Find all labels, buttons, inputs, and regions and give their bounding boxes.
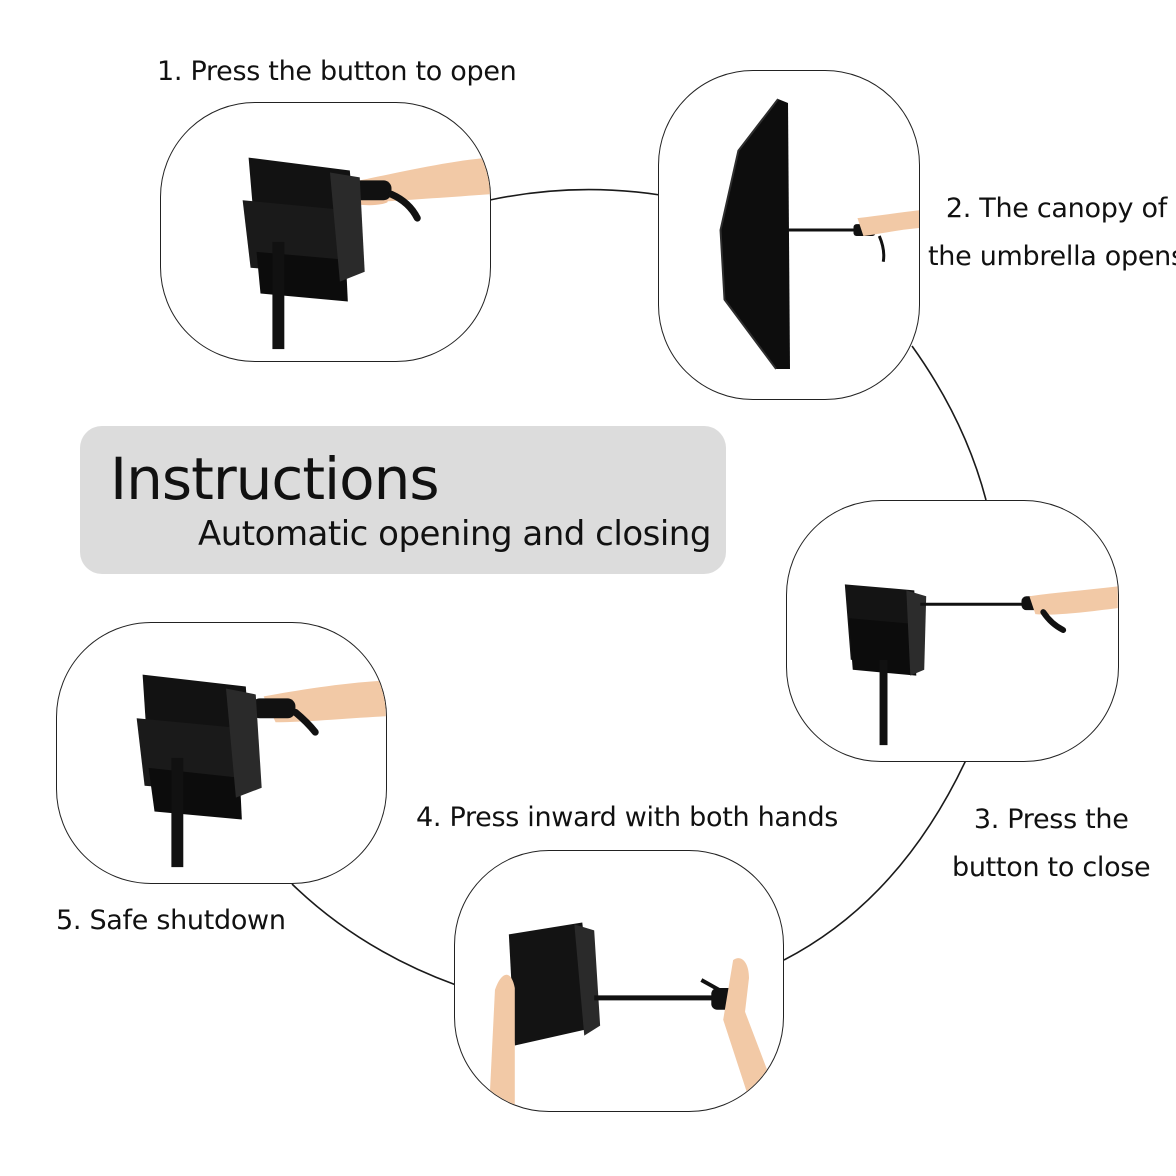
step-1-label-line: 1. Press the button to open xyxy=(157,56,517,87)
folded-umbrella-icon xyxy=(136,674,386,868)
step-4-label: 4. Press inward with both hands xyxy=(416,794,838,842)
step-5-label-line: 5. Safe shutdown xyxy=(56,905,286,936)
both-hands-press-icon xyxy=(489,922,783,1111)
step-3-image xyxy=(786,500,1119,762)
step-5-image xyxy=(56,622,387,884)
step-1-image xyxy=(160,102,491,362)
open-umbrella-icon xyxy=(719,98,919,370)
step-4-image xyxy=(454,850,784,1112)
step-3-label: 3. Press the button to close xyxy=(952,796,1151,892)
step-5-label: 5. Safe shutdown xyxy=(56,897,286,945)
step-2-label-line-2: the umbrella opens xyxy=(928,241,1176,272)
closed-umbrella-icon xyxy=(242,157,490,350)
step-2-label-line-1: 2. The canopy of xyxy=(945,193,1167,224)
step-2-image xyxy=(658,70,920,400)
step-2-label: 2. The canopy of the umbrella opens xyxy=(928,185,1176,281)
instructions-title: Instructions xyxy=(110,445,440,513)
instructions-subtitle: Automatic opening and closing xyxy=(198,514,711,554)
instructions-panel xyxy=(80,426,726,574)
step-1-label: 1. Press the button to open xyxy=(157,48,517,96)
closing-umbrella-icon xyxy=(844,584,1118,746)
step-4-label-line: 4. Press inward with both hands xyxy=(416,802,839,833)
step-3-label-line-2: button to close xyxy=(952,852,1151,883)
step-3-label-line-1: 3. Press the xyxy=(973,804,1129,835)
